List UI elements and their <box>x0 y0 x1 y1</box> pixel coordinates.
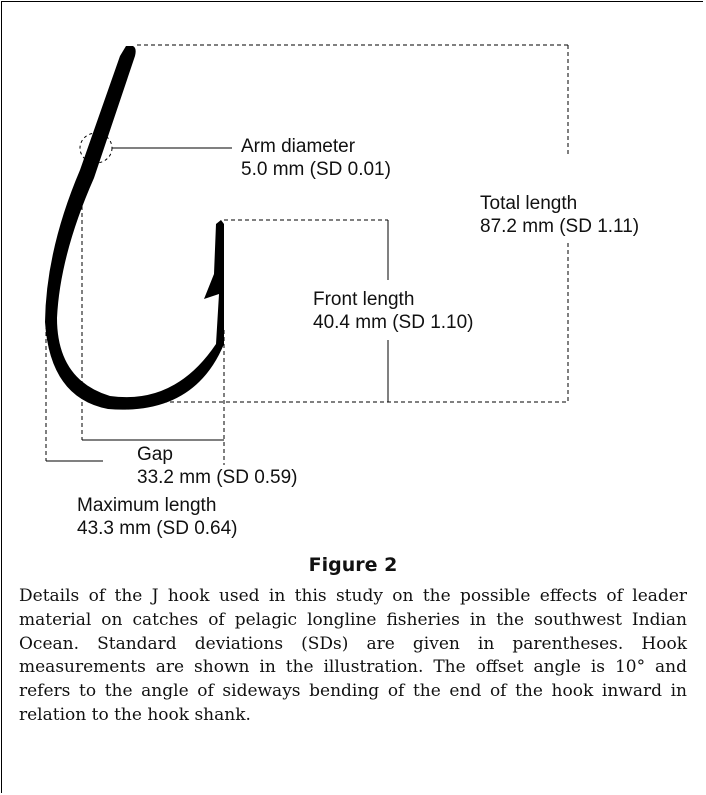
maximum-length-label: Maximum length 43.3 mm (SD 0.64) <box>77 494 238 540</box>
maximum-length-title: Maximum length <box>77 495 217 516</box>
hook-diagram <box>45 44 569 465</box>
maximum-length-dimension <box>45 318 103 462</box>
j-hook-shape <box>45 46 224 410</box>
front-length-label: Front length 40.4 mm (SD 1.10) <box>313 288 474 334</box>
gap-title: Gap <box>137 444 173 465</box>
gap-value: 33.2 mm (SD 0.59) <box>137 467 298 488</box>
arm-diameter-label: Arm diameter 5.0 mm (SD 0.01) <box>241 135 391 181</box>
arm-diameter-value: 5.0 mm (SD 0.01) <box>241 159 391 180</box>
gap-dimension <box>81 178 225 465</box>
total-length-label: Total length 87.2 mm (SD 1.11) <box>480 192 639 238</box>
front-length-dimension <box>224 219 389 402</box>
figure-caption: Details of the J hook used in this study… <box>19 586 687 725</box>
total-length-value: 87.2 mm (SD 1.11) <box>480 216 640 237</box>
total-length-dimension <box>135 44 569 403</box>
arm-diameter-title: Arm diameter <box>241 136 356 157</box>
gap-label: Gap 33.2 mm (SD 0.59) <box>137 443 298 489</box>
figure-title: Figure 2 <box>308 554 398 576</box>
total-length-title: Total length <box>480 193 578 214</box>
front-length-value: 40.4 mm (SD 1.10) <box>313 312 474 333</box>
front-length-title: Front length <box>313 289 415 310</box>
maximum-length-value: 43.3 mm (SD 0.64) <box>77 518 238 539</box>
